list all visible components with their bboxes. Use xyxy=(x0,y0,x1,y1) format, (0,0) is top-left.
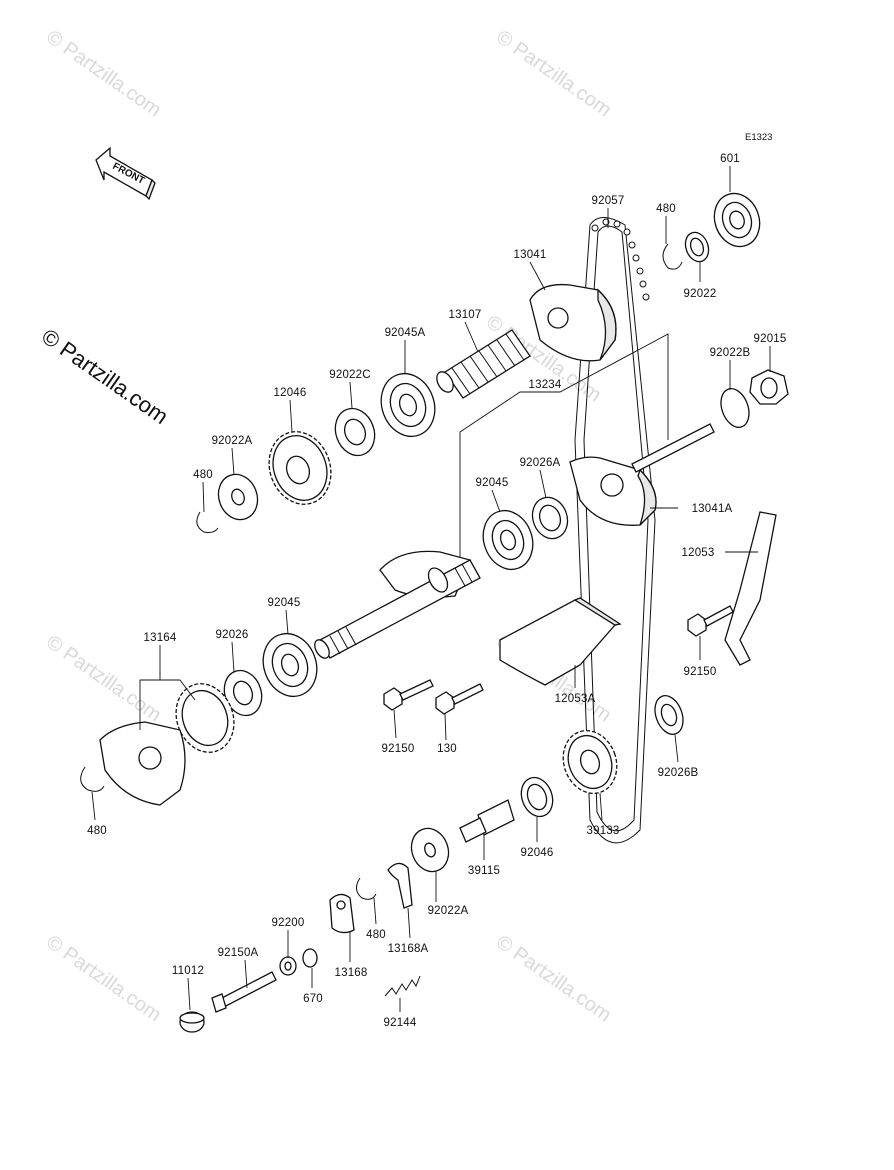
label-480-left: 480 xyxy=(193,469,213,481)
label-92046: 92046 xyxy=(521,847,554,859)
sprocket-13041 xyxy=(529,283,617,362)
bearing-92046 xyxy=(520,776,554,818)
shaft-39115 xyxy=(459,799,515,843)
label-92022a-low: 92022A xyxy=(428,905,469,917)
bolt-92150-right xyxy=(687,605,734,637)
part-labels: 601 92057 480 92022 13041 13107 92045A 9… xyxy=(87,153,786,1029)
washer-92200 xyxy=(279,956,297,976)
washer-92026b xyxy=(654,695,684,735)
label-92150-mid: 92150 xyxy=(382,743,415,755)
bearing-92045-low xyxy=(262,632,318,698)
watermark-mid-left: © Partzilla.com xyxy=(42,631,165,726)
nut-92015 xyxy=(749,369,789,405)
label-92026a: 92026A xyxy=(520,457,561,469)
label-12053: 12053 xyxy=(682,547,715,559)
washer-92022b xyxy=(720,388,750,428)
watermark-top-left: © Partzilla.com xyxy=(42,26,165,121)
label-12053a: 12053A xyxy=(555,693,596,705)
label-480-bottom: 480 xyxy=(87,825,107,837)
label-92045-low: 92045 xyxy=(268,597,301,609)
label-480-top: 480 xyxy=(656,203,676,215)
bolt-92150a xyxy=(211,971,277,1013)
label-92026b: 92026B xyxy=(658,767,699,779)
label-13168a: 13168A xyxy=(388,943,429,955)
cap-11012 xyxy=(179,1011,205,1033)
washer-92026a xyxy=(531,496,569,540)
label-92045-mid: 92045 xyxy=(476,477,509,489)
bearing-92045a xyxy=(380,372,436,438)
label-92150a: 92150A xyxy=(218,947,259,959)
sprocket-39133 xyxy=(562,729,618,795)
label-12046: 12046 xyxy=(274,387,307,399)
label-92057: 92057 xyxy=(592,195,625,207)
watermark-top-right: © Partzilla.com xyxy=(492,26,615,121)
leader-lines xyxy=(91,166,771,1012)
spring-92144 xyxy=(384,975,421,997)
label-92144: 92144 xyxy=(384,1017,417,1029)
cam-13041a xyxy=(569,456,657,526)
watermark-bottom-left: © Partzilla.com xyxy=(42,931,165,1026)
label-92022a-left: 92022A xyxy=(212,435,253,447)
bearing-92045-mid xyxy=(482,509,534,571)
shaft-13234 xyxy=(314,550,481,659)
gear-12046 xyxy=(268,431,332,505)
label-130: 130 xyxy=(437,743,457,755)
washer-92026 xyxy=(223,669,263,717)
watermark-bottom-right: © Partzilla.com xyxy=(492,931,615,1026)
label-92150-right: 92150 xyxy=(684,666,717,678)
label-13168: 13168 xyxy=(335,967,368,979)
washer-92022 xyxy=(684,231,710,263)
label-92022: 92022 xyxy=(684,288,717,300)
label-11012: 11012 xyxy=(172,965,204,977)
bolt-92150-mid xyxy=(383,679,434,711)
label-601: 601 xyxy=(720,153,740,165)
circlip-480-low xyxy=(356,877,377,900)
label-13164: 13164 xyxy=(144,632,177,644)
label-480-low: 480 xyxy=(366,929,386,941)
label-92026: 92026 xyxy=(216,629,249,641)
label-92022c: 92022C xyxy=(329,369,370,381)
label-670: 670 xyxy=(303,993,323,1005)
lever-13168 xyxy=(329,893,355,934)
circlip-480-bottom xyxy=(80,766,105,792)
drive-chain xyxy=(574,217,656,844)
plate-12053 xyxy=(724,511,777,666)
label-39115: 39115 xyxy=(468,865,500,877)
washer-92022a-low xyxy=(410,827,450,873)
guide-12053a xyxy=(499,597,622,686)
watermark-dark: © Partzilla.com xyxy=(37,324,173,430)
front-arrow-icon: FRONT xyxy=(95,146,156,201)
washer-92022c xyxy=(334,407,376,457)
label-13234: 13234 xyxy=(529,379,562,391)
sprocket-13164 xyxy=(99,683,235,806)
bolt-130 xyxy=(435,683,484,715)
shaft-13107 xyxy=(436,329,531,399)
label-13041a: 13041A xyxy=(692,503,733,515)
oring-670 xyxy=(302,948,318,968)
label-13041: 13041 xyxy=(514,249,547,261)
label-92022b: 92022B xyxy=(710,347,751,359)
bolt-shaft xyxy=(631,423,715,473)
label-92200: 92200 xyxy=(272,917,305,929)
diagram-code: E1323 xyxy=(745,132,772,143)
label-92015: 92015 xyxy=(754,333,787,345)
washer-92022a-left xyxy=(217,473,259,521)
label-92045a: 92045A xyxy=(385,327,426,339)
lever-13168a xyxy=(387,862,413,909)
circlip-480-left xyxy=(196,511,219,533)
circlip-480-top xyxy=(662,243,683,270)
bearing-601 xyxy=(713,192,761,248)
label-39133: 39133 xyxy=(587,825,620,837)
label-13107: 13107 xyxy=(449,309,482,321)
